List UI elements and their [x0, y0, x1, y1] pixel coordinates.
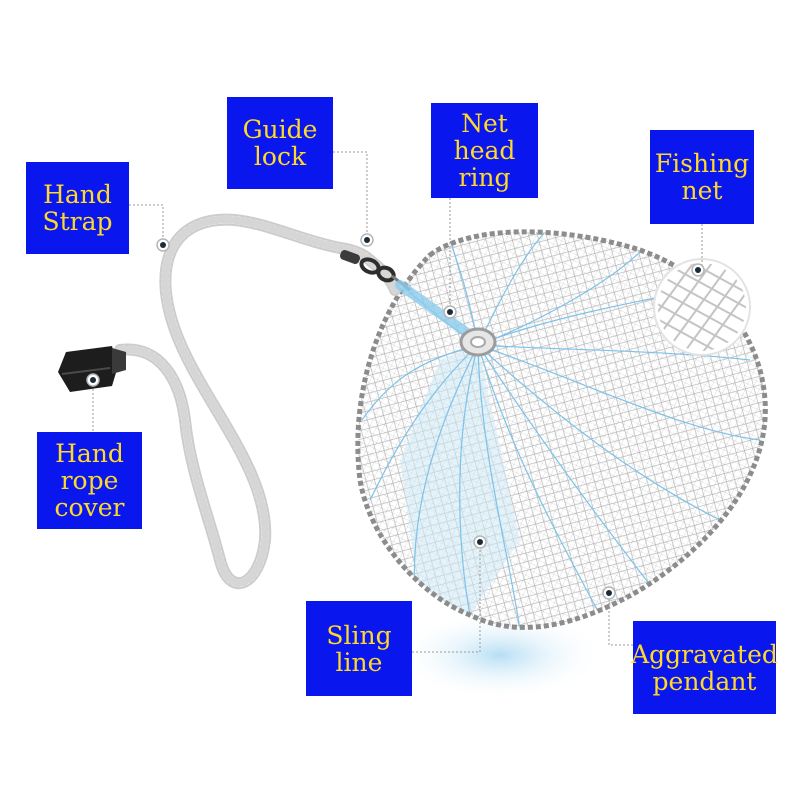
- marker-fishing-net: [691, 263, 705, 277]
- label-guide-lock: Guide lock: [227, 97, 333, 189]
- label-fishing-net-line-1: Fishing: [654, 149, 750, 178]
- label-guide-lock-line-1: Guide: [242, 115, 318, 144]
- label-hand-rope-cover-line-3: cover: [54, 493, 125, 522]
- hand-rope: [114, 213, 401, 590]
- label-aggravated-pendant-line-1: Aggravated: [631, 639, 778, 669]
- label-sling-line-line-2: line: [335, 647, 383, 677]
- marker-sling-line: [473, 535, 487, 549]
- glow-shadow: [395, 610, 605, 700]
- label-aggravated-pendant: Aggravated pendant: [631, 621, 778, 714]
- marker-aggravated-pendant: [602, 586, 616, 600]
- hand-rope-cover-icon: [58, 346, 126, 392]
- label-hand-strap-line-2: Strap: [42, 207, 113, 236]
- net-head-ring-icon: [459, 327, 497, 357]
- label-hand-strap: Hand Strap: [26, 162, 129, 254]
- aggravated-pendant-rim: [355, 229, 768, 630]
- label-net-head-ring-line-2: head: [453, 136, 516, 165]
- label-hand-rope-cover: Hand rope cover: [37, 432, 142, 529]
- marker-net-head-ring: [443, 305, 457, 319]
- marker-guide-lock: [360, 233, 374, 247]
- marker-hand-strap: [156, 238, 170, 252]
- label-net-head-ring: Net head ring: [431, 103, 538, 198]
- marker-dots: [86, 233, 705, 600]
- leader-lines: [92, 151, 703, 653]
- label-hand-rope-cover-line-2: rope: [60, 466, 119, 495]
- label-sling-line: Sling line: [306, 601, 412, 696]
- label-aggravated-pendant-line-2: pendant: [652, 666, 757, 696]
- label-hand-strap-line-1: Hand: [43, 180, 112, 209]
- label-fishing-net-line-2: net: [681, 176, 723, 205]
- marker-hand-rope-cover: [86, 373, 100, 387]
- label-guide-lock-line-2: lock: [253, 142, 307, 171]
- label-fishing-net: Fishing net: [650, 130, 754, 224]
- label-hand-rope-cover-line-1: Hand: [55, 439, 124, 468]
- label-net-head-ring-line-1: Net: [461, 109, 508, 138]
- label-net-head-ring-line-3: ring: [458, 163, 511, 192]
- label-sling-line-line-1: Sling: [326, 620, 392, 650]
- mesh-closeup-icon: [653, 258, 751, 356]
